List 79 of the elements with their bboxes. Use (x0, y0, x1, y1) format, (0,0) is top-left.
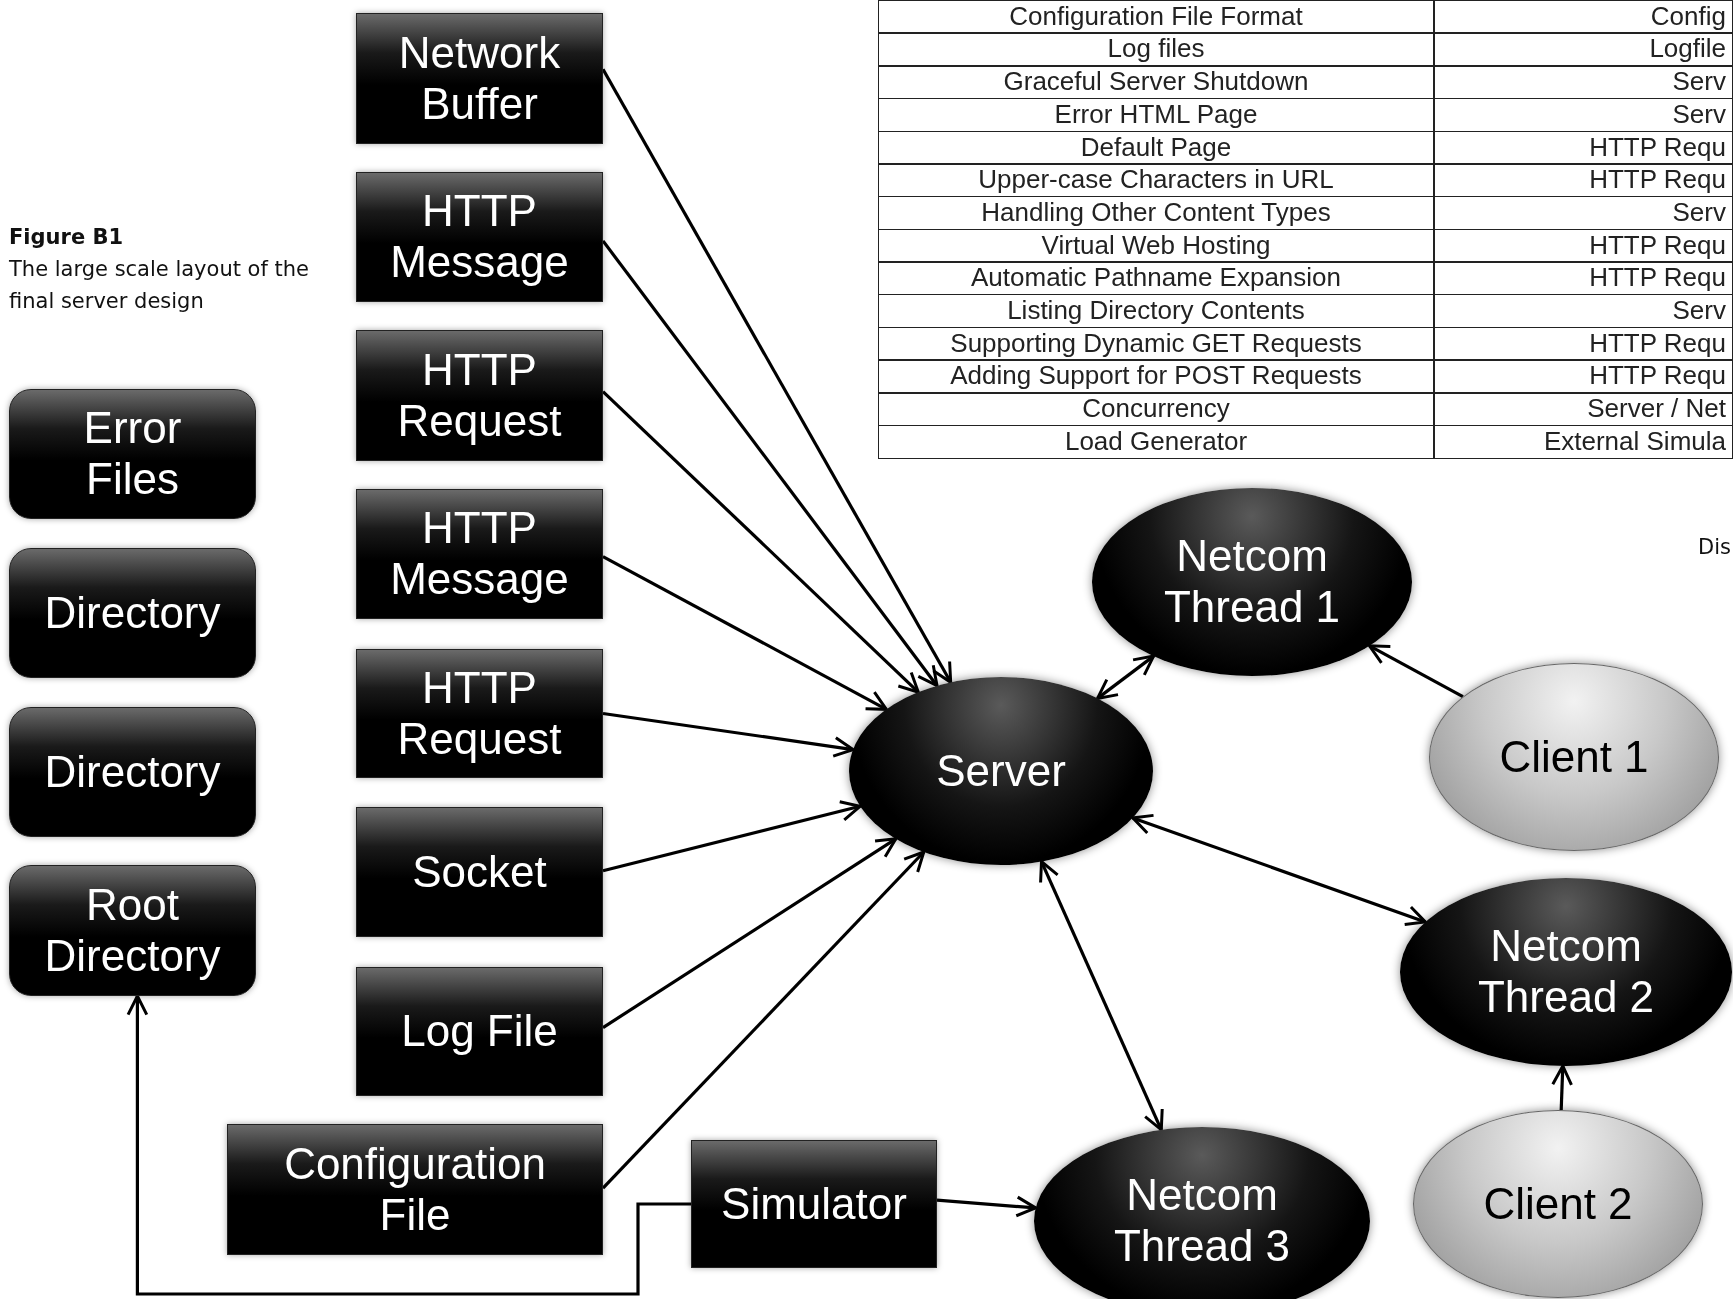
process-box (356, 807, 603, 937)
rounded-box (9, 389, 256, 519)
table-cell: Serv (1434, 195, 1733, 231)
table-cell: Logfile (1434, 32, 1733, 67)
ellipse-node (849, 677, 1153, 865)
table-cell: HTTP Requ (1434, 130, 1733, 165)
arrow (1368, 644, 1464, 698)
node-label: Network Buffer (397, 27, 562, 130)
process-box (356, 967, 603, 1096)
rounded-box (9, 865, 256, 996)
process-box (691, 1140, 937, 1268)
table-cell: Adding Support for POST Requests (878, 359, 1434, 394)
node-label: Netcom Thread 3 (1112, 1170, 1292, 1272)
figure-caption: The large scale layout of the final server design (9, 256, 310, 315)
table-cell: HTTP Requ (1434, 228, 1733, 263)
table-cell: HTTP Requ (1434, 163, 1733, 198)
arrow (602, 837, 898, 1029)
node-label: HTTP Request (396, 344, 563, 447)
node-label: HTTP Message (389, 503, 570, 605)
table-cell: Config (1434, 0, 1733, 34)
arrow (601, 850, 926, 1190)
arrow (1551, 1064, 1573, 1111)
table-cell: Server / Net (1434, 392, 1733, 427)
table-cell: Load Generator (878, 424, 1434, 459)
arrow (601, 68, 953, 684)
process-box (356, 13, 603, 144)
node-label: Socket (412, 846, 547, 898)
table-cell: Handling Other Content Types (878, 195, 1434, 231)
node-label: Error Files (82, 403, 183, 505)
table-cell: HTTP Requ (1434, 326, 1733, 361)
note-text: Dis (1698, 535, 1731, 559)
node-label: Directory (44, 587, 221, 639)
node-label: Configuration File (283, 1138, 547, 1241)
arrow (1039, 860, 1164, 1132)
arrow (601, 239, 939, 688)
node-label: Server (936, 745, 1066, 797)
node-label: Client 2 (1483, 1178, 1633, 1230)
node-label: Simulator (721, 1178, 907, 1230)
table-cell: Default Page (878, 130, 1434, 165)
table-cell: External Simula (1434, 424, 1733, 459)
table-cell: Serv (1434, 294, 1733, 329)
table-cell: Supporting Dynamic GET Requests (878, 326, 1434, 361)
table-cell: HTTP Requ (1434, 261, 1733, 296)
table-cell: Error HTML Page (878, 97, 1434, 132)
arrow (126, 994, 691, 1296)
table-cell: Upper-case Characters in URL (878, 163, 1434, 198)
node-label: Client 1 (1499, 731, 1649, 783)
figure-title: Figure B1 (9, 224, 125, 251)
node-label: Log File (401, 1006, 558, 1057)
arrow (602, 555, 888, 711)
arrow (601, 390, 920, 694)
node-label: Root Directory (43, 879, 222, 982)
process-box (356, 489, 603, 619)
process-box (356, 330, 603, 461)
process-box (356, 172, 603, 302)
table-cell: Configuration File Format (878, 0, 1434, 34)
arrow (936, 1195, 1038, 1218)
process-box (227, 1124, 603, 1255)
node-label: Netcom Thread 2 (1476, 921, 1656, 1023)
table-cell: Graceful Server Shutdown (878, 65, 1434, 100)
table-cell: Serv (1434, 65, 1733, 100)
node-label: Directory (44, 746, 221, 798)
table-cell: Virtual Web Hosting (878, 228, 1434, 263)
arrow (602, 711, 855, 758)
arrow (602, 800, 862, 873)
node-label: HTTP Message (389, 186, 570, 288)
node-label: Netcom Thread 1 (1162, 531, 1342, 633)
table-cell: Serv (1434, 97, 1733, 132)
arrow (1096, 654, 1156, 700)
rounded-box (9, 707, 256, 837)
table-cell: Listing Directory Contents (878, 294, 1434, 329)
table-cell: Log files (878, 32, 1434, 67)
rounded-box (9, 548, 256, 678)
arrow (1131, 813, 1427, 927)
table-cell: HTTP Requ (1434, 359, 1733, 394)
table-cell: Concurrency (878, 392, 1434, 427)
table-cell: Automatic Pathname Expansion (878, 261, 1434, 296)
node-label: HTTP Request (396, 662, 563, 765)
process-box (356, 649, 603, 778)
